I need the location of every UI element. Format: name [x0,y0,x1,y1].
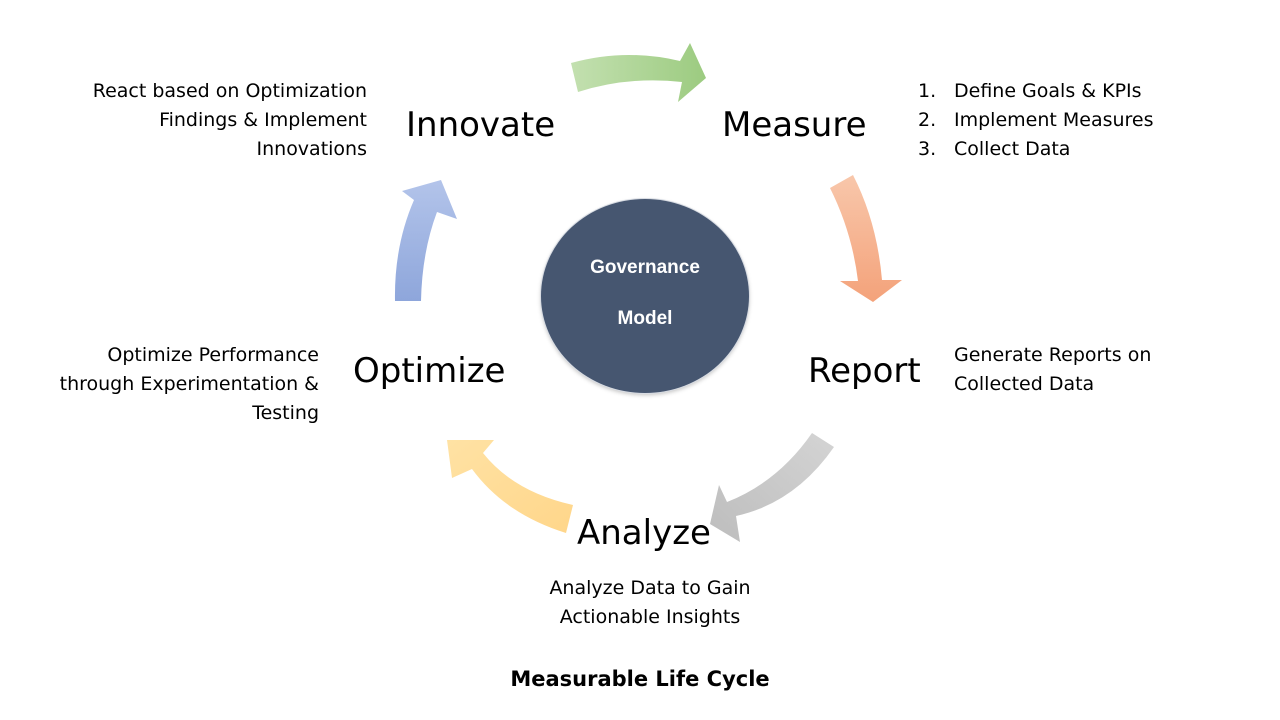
optimize-description: Optimize Performance through Experimenta… [60,341,319,428]
measure-steps-list: 1. Define Goals & KPIs 2. Implement Meas… [918,77,1154,164]
measure-step-number: 2. [918,109,937,131]
measure-step-text: Implement Measures [954,109,1154,131]
report-description-line: Generate Reports on [954,344,1152,366]
stage-label-report: Report [808,351,921,391]
arrow-report-to-analyze [710,433,834,542]
governance-model-hub: Governance Model [541,199,749,393]
optimize-description-line: Optimize Performance [107,344,319,366]
measure-step-number: 3. [918,138,937,160]
optimize-description-line: through Experimentation & [59,373,319,395]
arrow-optimize-to-innovate [394,180,457,301]
measure-step: 2. Implement Measures [918,106,1154,135]
analyze-description-line: Analyze Data to Gain [549,577,751,599]
measure-step-number: 1. [918,80,937,102]
measure-step-text: Collect Data [954,138,1071,160]
innovate-description-line: Findings & Implement [159,109,367,131]
hub-line-1: Governance [590,257,700,278]
report-description-line: Collected Data [954,373,1095,395]
stage-label-optimize: Optimize [353,351,506,391]
arrow-innovate-to-measure [571,43,706,102]
report-description: Generate Reports on Collected Data [954,341,1151,399]
arrow-analyze-to-optimize [447,440,573,533]
arrow-measure-to-report [830,175,902,302]
stage-label-innovate: Innovate [406,105,556,145]
innovate-description-line: React based on Optimization [92,80,367,102]
stage-label-analyze: Analyze [577,513,711,553]
optimize-description-line: Testing [252,402,319,424]
diagram-caption: Measurable Life Cycle [510,667,770,691]
measure-step-text: Define Goals & KPIs [954,80,1142,102]
innovate-description-line: Innovations [256,138,368,160]
analyze-description: Analyze Data to Gain Actionable Insights [500,574,800,632]
innovate-description: React based on Optimization Findings & I… [93,77,367,164]
hub-line-2: Model [617,308,673,329]
stage-label-measure: Measure [722,105,867,145]
analyze-description-line: Actionable Insights [559,606,741,628]
measure-step: 3. Collect Data [918,135,1154,164]
measure-step: 1. Define Goals & KPIs [918,77,1154,106]
